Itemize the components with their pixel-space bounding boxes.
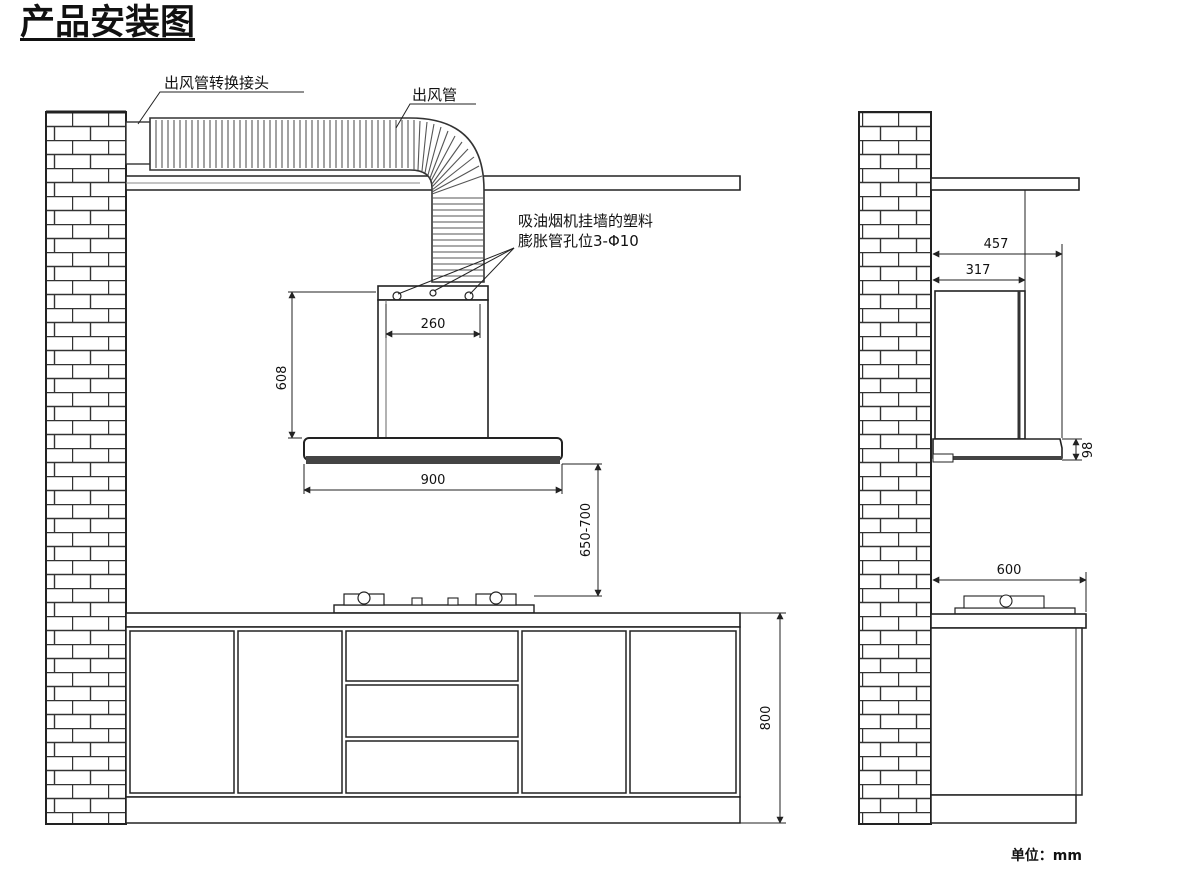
dim-bracket-width [385,304,481,338]
dim-label-650-700: 650-700 [579,503,594,557]
flexible-duct [149,117,485,283]
brick-wall-side [858,111,932,825]
dim-label-900: 900 [421,473,446,488]
dim-counter-depth [932,572,1087,612]
countertop-side [930,613,1087,629]
label-anchor-line1: 吸油烟机挂墙的塑料 [518,212,653,230]
dim-label-260: 260 [421,317,446,332]
dim-label-800: 800 [759,706,774,731]
brick-wall-front [45,111,127,825]
page-title: 产品安装图 [20,3,196,43]
label-duct-adapter: 出风管转换接头 [164,74,269,92]
dim-label-457: 457 [984,237,1009,252]
front-view: 出风管转换接头 出风管 吸油烟机挂墙的塑料 膨胀管孔位3-Φ10 260 608… [45,74,786,825]
dim-label-98: 98 [1081,442,1096,459]
dim-label-600: 600 [997,563,1022,578]
cabinets-front [125,626,741,824]
dim-label-608: 608 [275,366,290,391]
dim-cabinet-height [740,612,786,824]
dim-install-height [534,463,602,597]
label-anchor-line2: 膨胀管孔位3-Φ10 [518,232,639,250]
countertop-front [125,612,741,628]
dim-side-depth-total [932,244,1063,438]
unit-label: 单位：mm [1011,847,1082,864]
hood-chimney [377,299,489,439]
cooktop-side [954,594,1076,615]
ceiling-slab-side [930,177,1080,191]
cooktop-front [333,591,535,614]
dim-hood-width [303,464,563,494]
duct-adapter [125,121,153,165]
dim-label-317: 317 [966,263,991,278]
dim-chimney-height [288,291,376,439]
label-duct: 出风管 [412,86,457,104]
cabinet-plinth-side [930,794,1077,824]
cabinet-side [930,627,1083,796]
dim-hood-thickness [1062,438,1082,461]
leader-lines [137,91,515,295]
side-view: 457 317 98 600 [858,111,1096,825]
hood-chimney-side [934,290,1026,440]
